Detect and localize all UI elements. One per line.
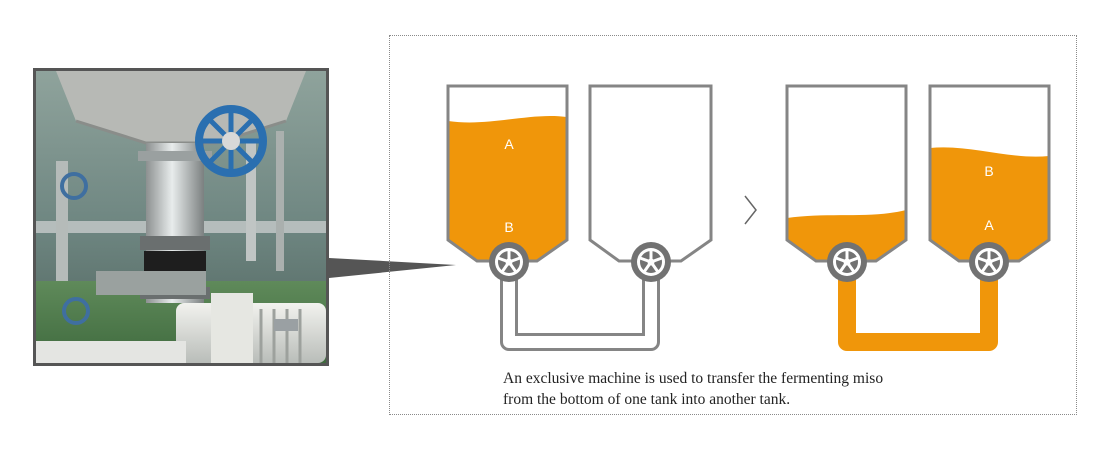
before-left-top-label: A (504, 136, 514, 152)
before-left-pump (489, 242, 529, 282)
after-right-top-label: B (984, 163, 993, 179)
after-left-pump (827, 242, 867, 282)
after-pipe-filled (838, 271, 998, 351)
after-left-tank (785, 84, 908, 263)
diagram-panel (389, 35, 1077, 415)
before-left-tank: A B (446, 84, 569, 263)
before-left-bottom-label: B (504, 219, 513, 235)
caption-line-1: An exclusive machine is used to transfer… (503, 370, 884, 387)
after-right-pump (969, 242, 1009, 282)
before-right-pump (631, 242, 671, 282)
caption: An exclusive machine is used to transfer… (503, 368, 1023, 410)
pump-photo-illustration (36, 71, 326, 363)
before-right-tank (588, 84, 713, 263)
pump-photo (33, 68, 329, 366)
after-right-tank: B A (928, 84, 1051, 263)
after-right-bottom-label: A (984, 217, 994, 233)
before-pipe-empty (500, 271, 660, 351)
callout-pointer (329, 258, 456, 278)
caption-line-2: from the bottom of one tank into another… (503, 391, 791, 408)
chevron-right-icon (744, 195, 757, 225)
